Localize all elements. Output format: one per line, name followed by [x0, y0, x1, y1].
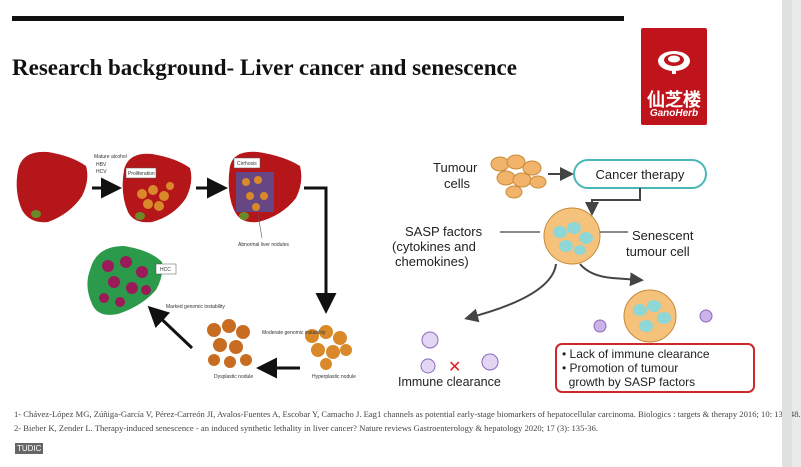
label-marked-instability: Marked genomic instability: [166, 304, 225, 310]
top-bar: [12, 16, 624, 21]
outcome-growth: growth by SASP factors: [562, 375, 695, 389]
page-edge: [782, 0, 792, 467]
label-cirrhosis: Cirrhosis: [237, 161, 257, 167]
arrow-5: [147, 305, 194, 350]
cirrhosis-liver: Cirrhosis Abnormal liver nodules: [228, 151, 302, 248]
label-abnormal-nodules: Abnormal liver nodules: [238, 242, 289, 248]
label-hcc: HCC: [160, 267, 171, 273]
dysplastic-nodule: Dysplastic nodule: [207, 319, 253, 380]
risk-factor-hbv: HBV: [96, 162, 107, 168]
proliferation-liver: Proliferation: [122, 153, 192, 223]
x-icon: ✕: [448, 357, 461, 376]
arrow-3: [304, 186, 337, 314]
hcc-liver: HCC: [87, 246, 177, 315]
watermark: TUDIC: [15, 443, 44, 454]
ganoherb-logo: 仙芝楼 GanoHerb: [641, 28, 707, 125]
logo-english-text: GanoHerb: [649, 108, 699, 119]
risk-factors: Mature alcohol HBV HCV: [94, 154, 127, 175]
arrow-to-outcome: [579, 263, 644, 287]
mushroom-icon: [658, 51, 690, 74]
immune-cells: ✕: [420, 331, 499, 376]
liver-cancer-diagram: Mature alcohol HBV HCV Proliferation Cir…: [16, 151, 755, 393]
outcome-box: • Lack of immune clearance • Promotion o…: [555, 343, 755, 393]
hyperplastic-nodule: Hyperplastic nodule: [305, 325, 356, 380]
cancer-therapy-box: Cancer therapy: [573, 159, 707, 189]
label-dysplastic: Dysplastic nodule: [214, 374, 253, 380]
label-cancer-therapy: Cancer therapy: [596, 167, 685, 182]
senescent-cell-cluster: [543, 207, 601, 265]
label-hyperplastic: Hyperplastic nodule: [312, 374, 356, 380]
risk-factor-alcohol: Mature alcohol: [94, 154, 127, 160]
growing-tumour-cluster: [593, 289, 713, 343]
reference-1: 1- Chávez-López MG, Zúñiga-García V, Pér…: [14, 409, 801, 419]
logo-chinese-text: 仙芝楼: [647, 90, 701, 111]
arrow-from-therapy: [585, 188, 641, 216]
label-cells: cells: [444, 176, 471, 191]
label-sasp-factors: SASP factors: [405, 224, 483, 239]
reference-2: 2- Bieber K, Zender L. Therapy-induced s…: [14, 423, 599, 433]
label-proliferation: Proliferation: [128, 171, 155, 177]
label-immune-clearance: Immune clearance: [398, 375, 501, 389]
slide-title: Research background- Liver cancer and se…: [12, 55, 517, 80]
label-sasp-cytokines: (cytokines and: [392, 239, 476, 254]
outcome-lack-clearance: • Lack of immune clearance: [562, 347, 710, 361]
label-moderate-instability: Moderate genomic instability: [262, 330, 326, 336]
references: 1- Chávez-López MG, Zúñiga-García V, Pér…: [14, 407, 801, 435]
outcome-promotion: • Promotion of tumour: [562, 361, 678, 375]
label-sasp-chemokines: chemokines): [395, 254, 469, 269]
risk-factor-hcv: HCV: [96, 169, 107, 175]
label-senescent: Senescent: [632, 228, 694, 243]
tumour-cells-cluster: [490, 154, 547, 199]
healthy-liver: [16, 151, 88, 223]
arrow-to-immune: [464, 263, 557, 323]
label-tumour-cell: tumour cell: [626, 244, 690, 259]
label-tumour: Tumour: [433, 160, 478, 175]
